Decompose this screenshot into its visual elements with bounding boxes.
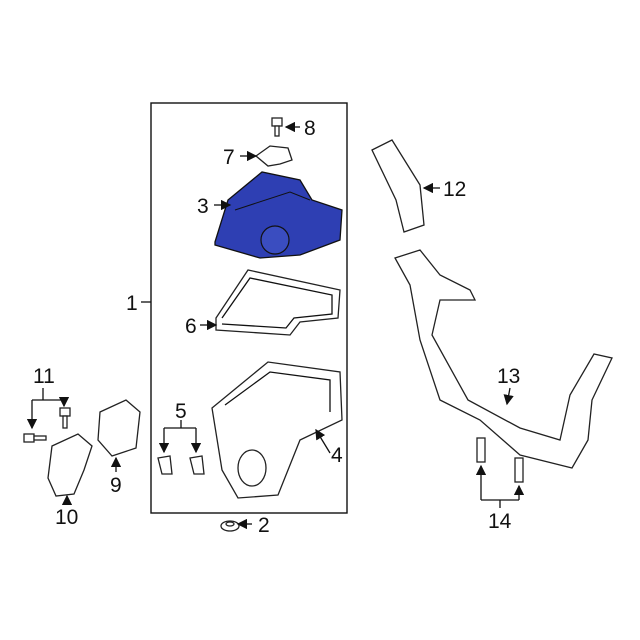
assembly-box bbox=[150, 102, 348, 514]
callout-4: 4 bbox=[331, 444, 343, 467]
leader-lines bbox=[26, 121, 525, 530]
part-7-bracket[interactable] bbox=[254, 145, 293, 167]
callout-6: 6 bbox=[185, 315, 197, 338]
part-5-clips[interactable] bbox=[157, 455, 205, 475]
callout-14: 14 bbox=[488, 510, 512, 533]
callout-3: 3 bbox=[197, 195, 209, 218]
part-6-air-filter[interactable] bbox=[215, 269, 341, 336]
callout-1: 1 bbox=[126, 292, 138, 315]
part-12-inlet-tube[interactable] bbox=[371, 139, 425, 233]
callout-7: 7 bbox=[223, 146, 235, 169]
callout-13: 13 bbox=[497, 365, 520, 388]
part-2-grommet[interactable] bbox=[220, 520, 240, 532]
part-4-air-cleaner-housing[interactable] bbox=[211, 361, 343, 499]
part-11-bolts[interactable] bbox=[23, 407, 71, 443]
part-3-air-cleaner-cover[interactable] bbox=[214, 171, 343, 259]
callout-5: 5 bbox=[175, 400, 187, 423]
part-14-bolts[interactable] bbox=[476, 437, 524, 483]
callout-2: 2 bbox=[258, 514, 270, 537]
part-9-seal[interactable] bbox=[97, 399, 141, 457]
callout-11: 11 bbox=[33, 365, 55, 388]
part-8-bolt[interactable] bbox=[271, 117, 283, 137]
part-13-outlet-tube[interactable] bbox=[394, 249, 613, 469]
part-10-duct[interactable] bbox=[47, 433, 93, 497]
callout-8: 8 bbox=[304, 117, 316, 140]
callout-12: 12 bbox=[443, 178, 466, 201]
callout-9: 9 bbox=[110, 474, 122, 497]
callout-10: 10 bbox=[55, 506, 78, 529]
